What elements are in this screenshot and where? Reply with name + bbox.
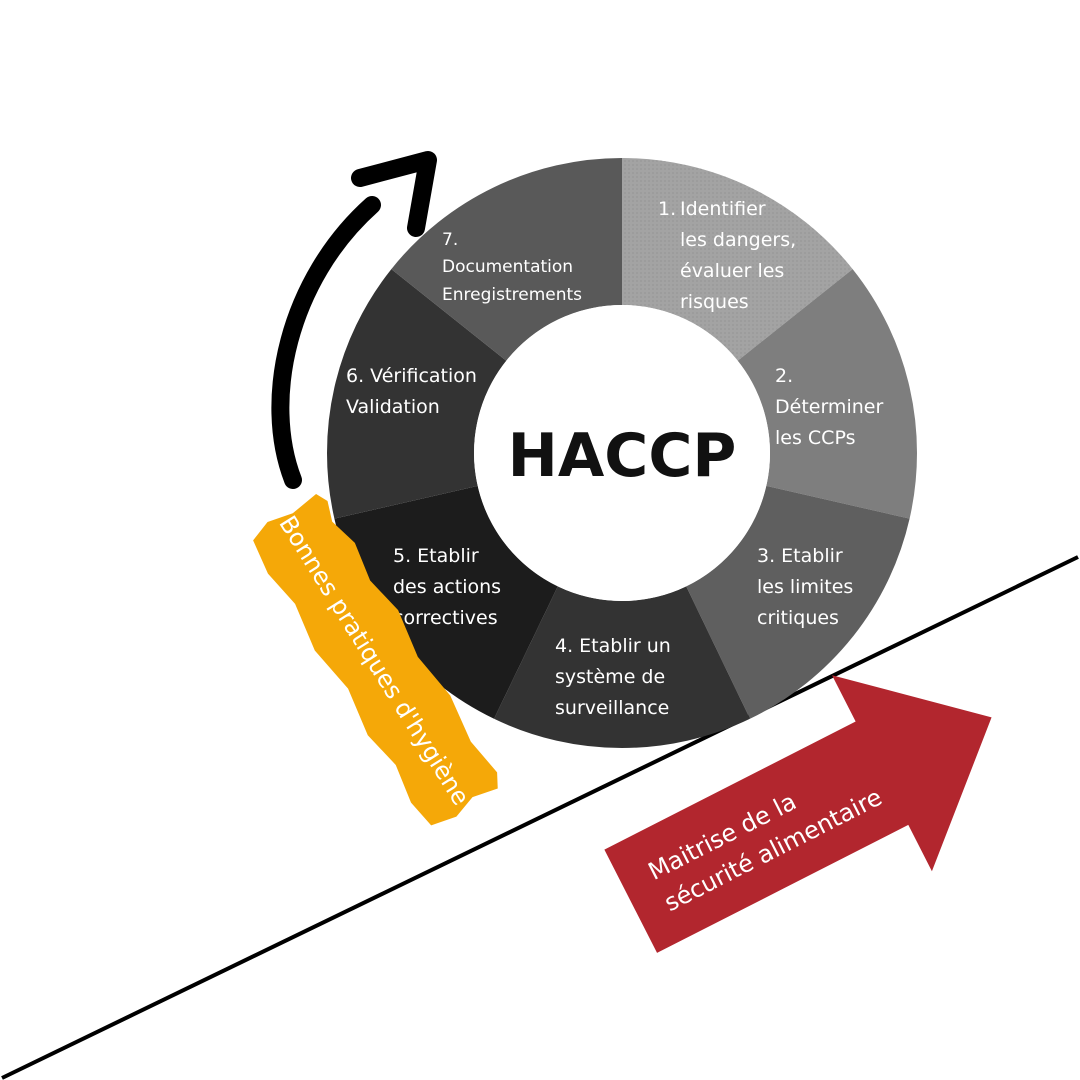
hygiene-banner-shape	[253, 493, 498, 826]
cycle-arrow-shaft	[271, 196, 381, 489]
cycle-arrow-head	[351, 151, 437, 237]
step-7-label: 7. Documentation Enregistrements	[442, 230, 582, 305]
step-1-label: 1. Identifier les dangers, évaluer les r…	[658, 198, 802, 313]
step-6-segment	[327, 269, 507, 519]
center-hole	[474, 305, 770, 601]
center-title: HACCP	[508, 421, 737, 491]
step-7-segment	[391, 158, 622, 361]
step-6-label: 6. Vérification Validation	[346, 365, 483, 418]
step-4-segment	[494, 586, 750, 748]
food-safety-arrow-shape	[604, 675, 992, 953]
step-2-label: 2. Déterminer les CCPs	[775, 365, 889, 449]
baseline-slope	[1, 555, 1079, 1080]
step-3-segment	[686, 485, 910, 719]
step-5-label: 5. Etablir des actions correctives	[393, 545, 507, 629]
step-4-label: 4. Etablir un système de surveillance	[555, 635, 677, 719]
food-safety-arrow: Maitrise de la sécurité alimentaire	[604, 675, 992, 953]
step-2-segment	[737, 269, 918, 519]
cycle-arrow	[271, 151, 437, 489]
haccp-ring	[327, 158, 918, 748]
step-1-texture	[622, 158, 853, 361]
step-5-segment	[334, 485, 558, 719]
step-3-label: 3. Etablir les limites critiques	[757, 545, 859, 629]
